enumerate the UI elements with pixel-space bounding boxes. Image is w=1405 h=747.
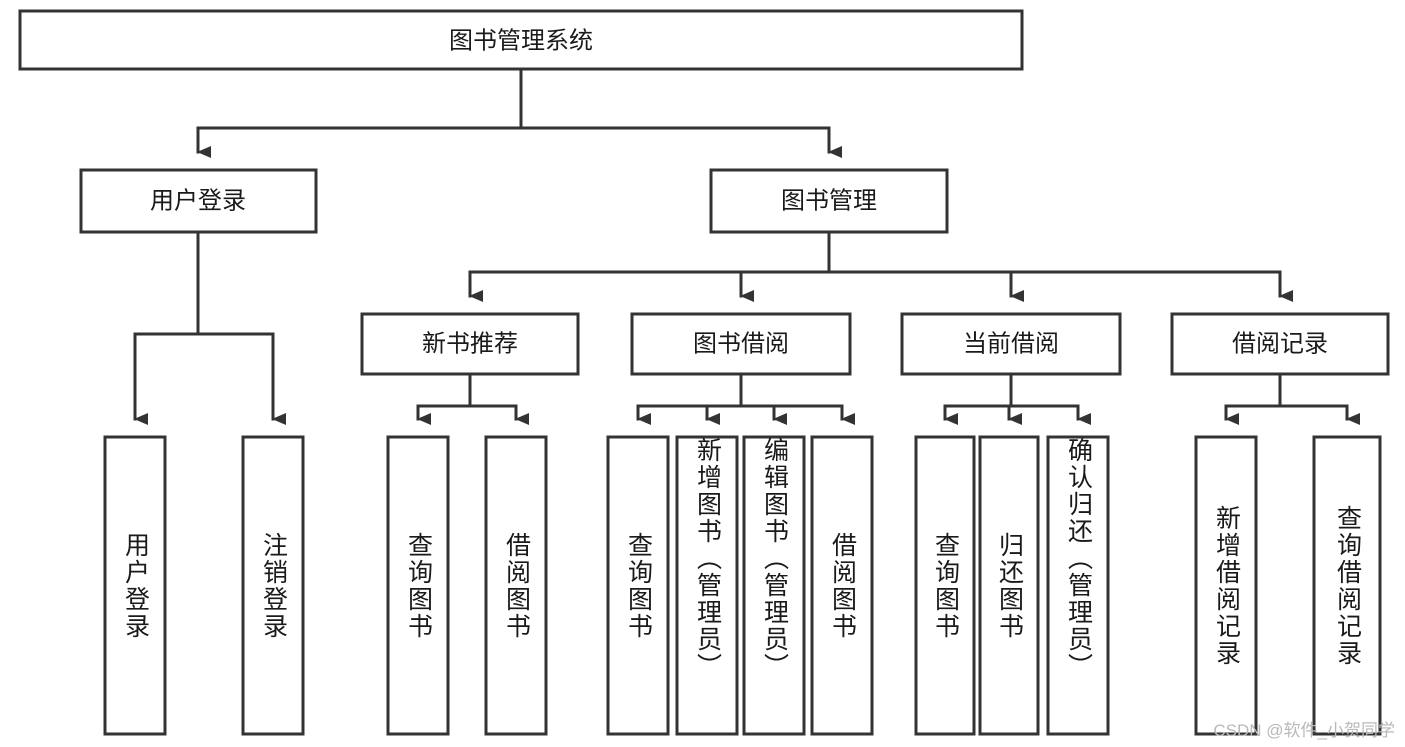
node-leaf-user-logout-box[interactable]: [241, 435, 305, 736]
node-root-label: 图书管理系统: [449, 27, 593, 54]
node-leaf-query-record-box[interactable]: [1312, 435, 1382, 736]
connector-user-login-to-leaves: [133, 230, 286, 425]
node-new-book-recommend[interactable]: 新书推荐: [360, 312, 580, 376]
watermark-text: CSDN @软件_小贺同学: [1213, 721, 1395, 740]
node-user-login[interactable]: 用户登录: [79, 168, 318, 234]
node-current-borrow-box[interactable]: [900, 312, 1122, 376]
connector-current-borrow-to-leaves: [943, 372, 1091, 425]
node-book-manage[interactable]: 图书管理: [709, 168, 949, 234]
node-user-login-box[interactable]: [79, 168, 318, 234]
node-borrow-record[interactable]: 借阅记录: [1170, 312, 1390, 376]
node-root[interactable]: 图书管理系统: [18, 9, 1024, 71]
node-leaf-user-login-box[interactable]: [103, 435, 167, 736]
node-leaf-return-book-box[interactable]: [978, 435, 1040, 736]
node-book-borrow[interactable]: 图书借阅: [630, 312, 852, 376]
node-leaf-query-book-2-box[interactable]: [606, 435, 670, 736]
connector-borrow-record-to-leaves: [1224, 372, 1360, 425]
node-leaf-add-book-box[interactable]: [675, 435, 739, 736]
node-leaf-edit-book-box[interactable]: [742, 435, 806, 736]
node-current-borrow[interactable]: 当前借阅: [900, 312, 1122, 376]
connector-book-borrow-to-leaves: [636, 372, 855, 425]
node-new-book-recommend-box[interactable]: [360, 312, 580, 376]
node-user-login-label: 用户登录: [150, 187, 246, 214]
connector-book-manage-to-level3: [468, 230, 1293, 302]
node-leaf-query-book-1-box[interactable]: [386, 435, 450, 736]
node-leaf-borrow-book-2-box[interactable]: [810, 435, 874, 736]
node-leaf-borrow-book-1-box[interactable]: [484, 435, 548, 736]
node-book-borrow-label: 图书借阅: [693, 330, 789, 357]
node-leaf-confirm-return-box[interactable]: [1046, 435, 1110, 736]
node-leaf-add-record-box[interactable]: [1194, 435, 1258, 736]
node-current-borrow-label: 当前借阅: [963, 330, 1059, 357]
node-new-book-recommend-label: 新书推荐: [422, 330, 518, 357]
node-leaf-query-book-3-box[interactable]: [914, 435, 976, 736]
node-root-box[interactable]: [18, 9, 1024, 71]
node-borrow-record-label: 借阅记录: [1232, 330, 1328, 357]
connector-new-book-recommend-to-leaves: [416, 372, 529, 425]
node-book-manage-label: 图书管理: [781, 187, 877, 214]
connector-root-to-level2: [196, 67, 842, 158]
